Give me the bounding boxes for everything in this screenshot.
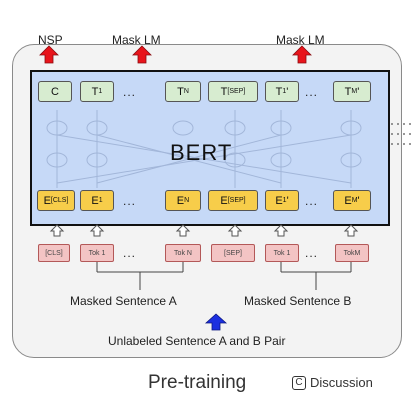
token-tok1-a: Tok 1	[80, 244, 114, 262]
pretraining-caption: Pre-training	[148, 372, 247, 393]
mask-lm-label-1: Mask LM	[112, 33, 161, 47]
output-ellipsis-1: ...	[123, 85, 137, 99]
token-ellipsis-1: ...	[123, 246, 137, 260]
mask-lm-label-2: Mask LM	[276, 33, 325, 47]
input-arrows	[49, 224, 359, 237]
token-tokm: TokM	[335, 244, 369, 262]
output-arrows	[39, 45, 312, 64]
embedding-node-sep: E[SEP]	[208, 190, 258, 211]
embedding-ellipsis-2: ...	[305, 194, 319, 208]
nsp-arrow	[39, 45, 59, 64]
embedding-ellipsis-1: ...	[123, 194, 137, 208]
token-tok1-b: Tok 1	[265, 244, 299, 262]
pair-input-arrow	[204, 313, 228, 331]
sentence-pair-label: Unlabeled Sentence A and B Pair	[108, 334, 286, 348]
token-cls: [CLS]	[38, 244, 70, 262]
output-node-c: C	[38, 81, 72, 102]
masked-sentence-a-label: Masked Sentence A	[70, 294, 177, 308]
mask-lm-arrow-2	[292, 45, 312, 64]
token-sep: [SEP]	[211, 244, 255, 262]
token-tokn: Tok N	[165, 244, 201, 262]
discussion-label: Discussion	[310, 375, 373, 390]
right-edge-dots	[391, 123, 411, 145]
discussion-icon: C	[292, 375, 306, 390]
sentence-brackets	[96, 262, 352, 290]
token-ellipsis-2: ...	[305, 246, 319, 260]
masked-sentence-b-label: Masked Sentence B	[244, 294, 352, 308]
mask-lm-arrow-1	[132, 45, 152, 64]
nsp-label: NSP	[38, 33, 63, 47]
discussion-link[interactable]: C Discussion	[292, 375, 373, 390]
bert-title: BERT	[170, 140, 233, 165]
embedding-node-cls: E[CLS]	[37, 190, 75, 211]
output-ellipsis-2: ...	[305, 85, 319, 99]
output-node-tsep: T[SEP]	[208, 81, 258, 102]
